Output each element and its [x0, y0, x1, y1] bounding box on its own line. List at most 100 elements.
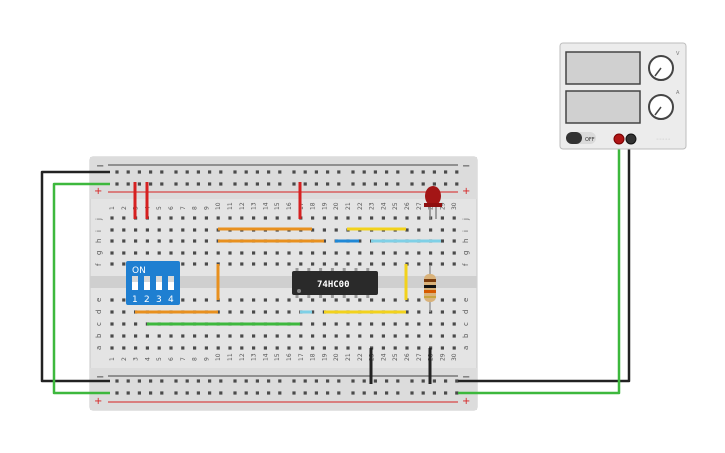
breadboard-hole[interactable] — [255, 391, 259, 395]
breadboard-hole[interactable] — [322, 228, 326, 232]
breadboard-hole[interactable] — [421, 182, 425, 186]
breadboard-hole[interactable] — [185, 170, 189, 174]
breadboard-hole[interactable] — [396, 379, 400, 383]
breadboard-hole[interactable] — [181, 346, 185, 350]
breadboard-hole[interactable] — [115, 170, 119, 174]
breadboard-hole[interactable] — [346, 251, 350, 255]
breadboard-hole[interactable] — [358, 346, 362, 350]
breadboard-hole[interactable] — [208, 170, 212, 174]
breadboard-hole[interactable] — [452, 310, 456, 314]
breadboard-hole[interactable] — [417, 310, 421, 314]
breadboard-hole[interactable] — [299, 346, 303, 350]
breadboard-hole[interactable] — [385, 170, 389, 174]
breadboard-hole[interactable] — [362, 379, 366, 383]
breadboard-hole[interactable] — [228, 216, 232, 220]
breadboard-hole[interactable] — [145, 346, 149, 350]
breadboard-hole[interactable] — [115, 379, 119, 383]
breadboard-hole[interactable] — [385, 379, 389, 383]
breadboard-hole[interactable] — [193, 334, 197, 338]
breadboard-hole[interactable] — [393, 322, 397, 326]
breadboard-hole[interactable] — [405, 228, 409, 232]
breadboard-hole[interactable] — [275, 262, 279, 266]
breadboard-hole[interactable] — [110, 262, 114, 266]
breadboard-hole[interactable] — [440, 239, 444, 243]
breadboard-hole[interactable] — [299, 251, 303, 255]
breadboard-hole[interactable] — [370, 322, 374, 326]
breadboard-hole[interactable] — [219, 182, 223, 186]
breadboard-hole[interactable] — [193, 298, 197, 302]
breadboard-hole[interactable] — [311, 322, 315, 326]
breadboard-hole[interactable] — [432, 170, 436, 174]
breadboard-hole[interactable] — [292, 379, 296, 383]
breadboard-hole[interactable] — [134, 346, 138, 350]
breadboard-hole[interactable] — [346, 298, 350, 302]
breadboard-hole[interactable] — [208, 182, 212, 186]
breadboard-hole[interactable] — [370, 334, 374, 338]
breadboard-hole[interactable] — [311, 216, 315, 220]
breadboard-hole[interactable] — [157, 216, 161, 220]
breadboard-hole[interactable] — [303, 391, 307, 395]
breadboard-hole[interactable] — [381, 322, 385, 326]
breadboard-hole[interactable] — [303, 170, 307, 174]
breadboard-hole[interactable] — [181, 251, 185, 255]
breadboard-hole[interactable] — [169, 239, 173, 243]
breadboard-hole[interactable] — [373, 182, 377, 186]
breadboard-hole[interactable] — [240, 298, 244, 302]
breadboard-hole[interactable] — [373, 379, 377, 383]
breadboard-hole[interactable] — [452, 298, 456, 302]
breadboard-hole[interactable] — [405, 251, 409, 255]
breadboard-hole[interactable] — [440, 310, 444, 314]
breadboard-hole[interactable] — [110, 216, 114, 220]
breadboard-hole[interactable] — [346, 334, 350, 338]
breadboard-hole[interactable] — [208, 379, 212, 383]
breadboard-hole[interactable] — [145, 334, 149, 338]
breadboard-hole[interactable] — [267, 182, 271, 186]
breadboard-hole[interactable] — [393, 298, 397, 302]
breadboard-hole[interactable] — [421, 379, 425, 383]
breadboard-hole[interactable] — [267, 391, 271, 395]
breadboard-hole[interactable] — [228, 334, 232, 338]
breadboard-hole[interactable] — [219, 170, 223, 174]
breadboard-hole[interactable] — [185, 391, 189, 395]
breadboard-hole[interactable] — [122, 298, 126, 302]
breadboard-hole[interactable] — [396, 170, 400, 174]
breadboard-hole[interactable] — [193, 216, 197, 220]
breadboard-hole[interactable] — [381, 251, 385, 255]
breadboard-hole[interactable] — [421, 391, 425, 395]
breadboard-hole[interactable] — [452, 251, 456, 255]
breadboard-hole[interactable] — [452, 346, 456, 350]
breadboard-hole[interactable] — [275, 216, 279, 220]
breadboard-hole[interactable] — [444, 379, 448, 383]
breadboard-hole[interactable] — [240, 251, 244, 255]
breadboard-hole[interactable] — [385, 391, 389, 395]
breadboard-hole[interactable] — [417, 322, 421, 326]
breadboard-hole[interactable] — [267, 379, 271, 383]
breadboard-hole[interactable] — [299, 334, 303, 338]
breadboard-hole[interactable] — [137, 391, 141, 395]
negative-terminal[interactable] — [625, 133, 637, 145]
positive-terminal[interactable] — [613, 133, 625, 145]
breadboard-hole[interactable] — [440, 251, 444, 255]
breadboard-hole[interactable] — [244, 391, 248, 395]
dip-switch-toggle-2[interactable] — [144, 276, 150, 290]
breadboard-hole[interactable] — [157, 239, 161, 243]
breadboard-hole[interactable] — [362, 170, 366, 174]
breadboard-hole[interactable] — [255, 170, 259, 174]
breadboard-hole[interactable] — [145, 228, 149, 232]
breadboard-hole[interactable] — [196, 379, 200, 383]
breadboard-hole[interactable] — [334, 322, 338, 326]
breadboard-hole[interactable] — [393, 251, 397, 255]
breadboard-hole[interactable] — [440, 322, 444, 326]
breadboard-hole[interactable] — [252, 216, 256, 220]
breadboard-hole[interactable] — [255, 182, 259, 186]
breadboard-hole[interactable] — [160, 170, 164, 174]
breadboard-hole[interactable] — [126, 391, 130, 395]
breadboard-hole[interactable] — [122, 262, 126, 266]
breadboard-hole[interactable] — [122, 251, 126, 255]
breadboard-hole[interactable] — [181, 228, 185, 232]
breadboard-hole[interactable] — [381, 298, 385, 302]
breadboard-hole[interactable] — [322, 322, 326, 326]
breadboard-hole[interactable] — [373, 391, 377, 395]
breadboard-hole[interactable] — [126, 379, 130, 383]
breadboard-hole[interactable] — [204, 251, 208, 255]
